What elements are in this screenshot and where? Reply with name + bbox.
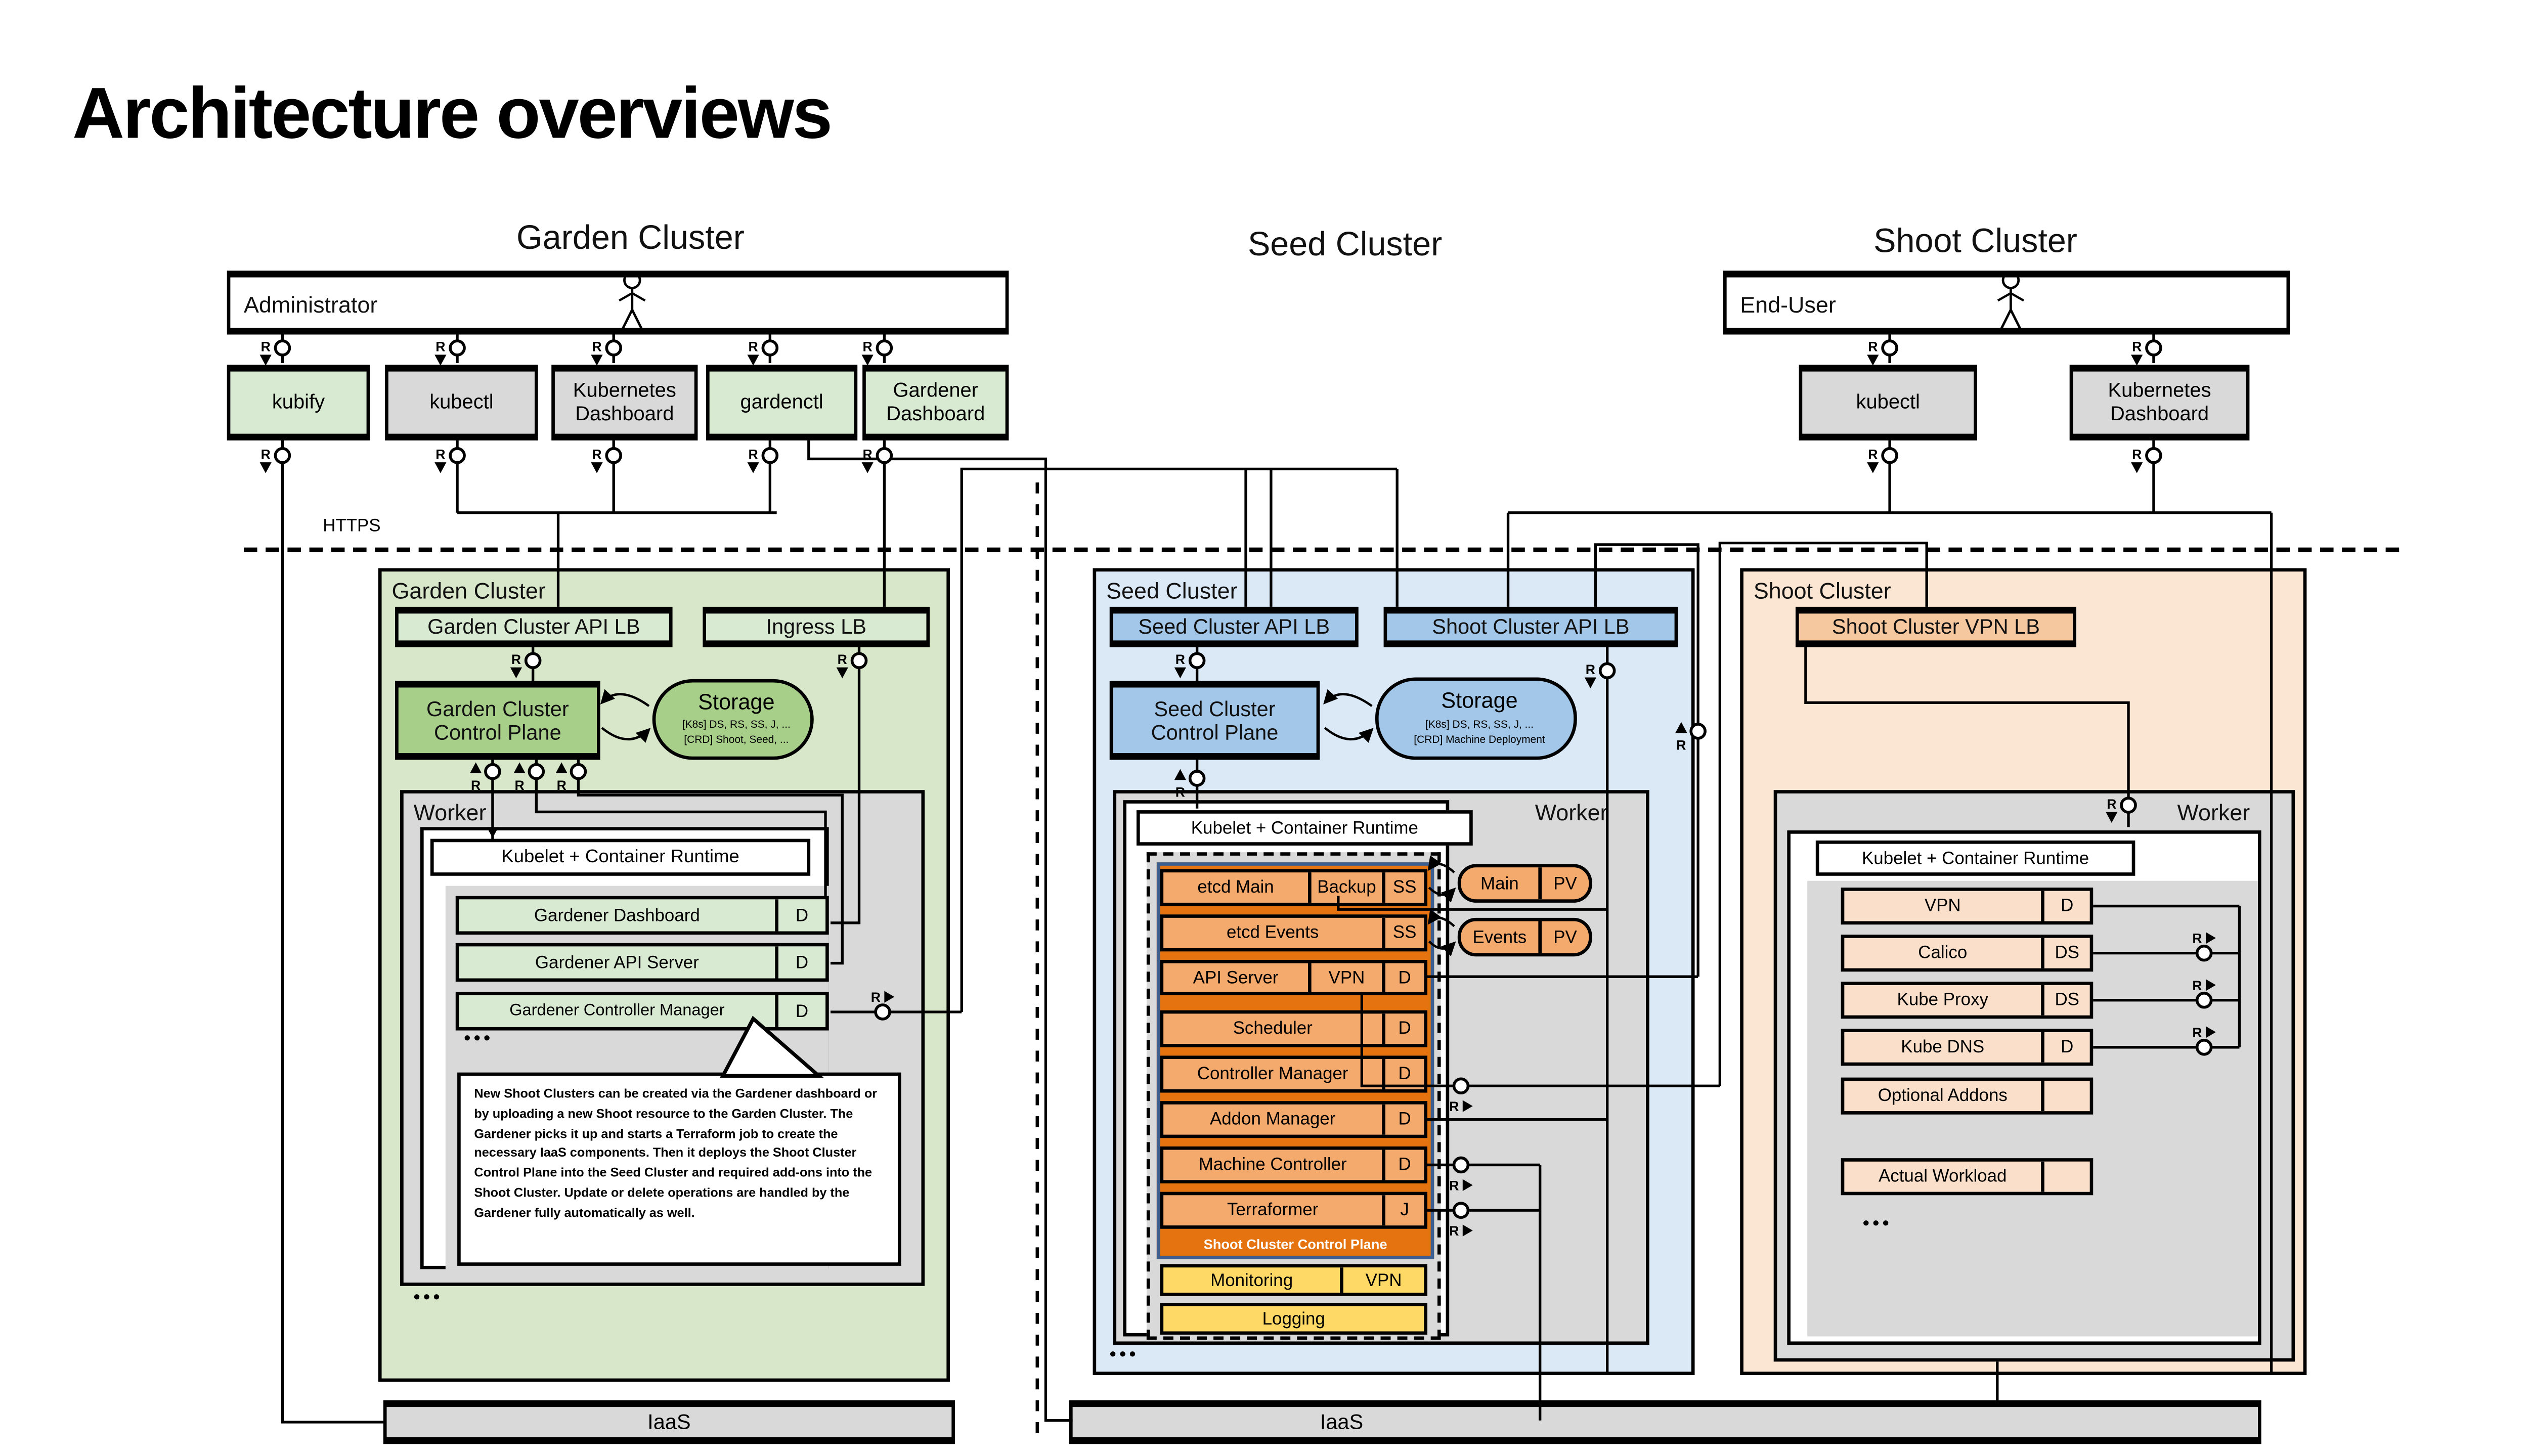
svg-text:R: R (749, 447, 758, 462)
svg-text:R: R (1868, 339, 1878, 355)
svg-text:R: R (1868, 447, 1878, 462)
svg-text:R: R (435, 339, 445, 355)
svg-text:R: R (557, 778, 566, 793)
svg-text:R: R (1175, 652, 1185, 667)
svg-text:R: R (435, 447, 445, 462)
svg-text:R: R (514, 778, 524, 793)
svg-text:R: R (2107, 797, 2116, 812)
svg-text:R: R (592, 339, 601, 355)
svg-text:R: R (2192, 1025, 2202, 1040)
svg-text:R: R (838, 652, 847, 667)
svg-text:R: R (1449, 1223, 1459, 1239)
svg-text:R: R (2192, 978, 2202, 993)
svg-text:R: R (863, 339, 873, 355)
svg-text:R: R (2132, 447, 2142, 462)
svg-text:R: R (471, 778, 481, 793)
svg-text:R: R (1449, 1178, 1459, 1193)
svg-text:R: R (2192, 931, 2202, 946)
svg-text:R: R (261, 447, 271, 462)
svg-text:R: R (1586, 662, 1595, 677)
svg-text:R: R (1676, 737, 1686, 753)
svg-text:R: R (261, 339, 271, 355)
svg-text:R: R (2132, 339, 2142, 355)
svg-text:R: R (1175, 785, 1185, 800)
svg-text:R: R (871, 990, 881, 1005)
svg-text:R: R (863, 447, 873, 462)
svg-text:R: R (592, 447, 601, 462)
svg-text:R: R (1449, 1099, 1459, 1114)
svg-text:R: R (749, 339, 758, 355)
svg-text:R: R (511, 652, 521, 667)
